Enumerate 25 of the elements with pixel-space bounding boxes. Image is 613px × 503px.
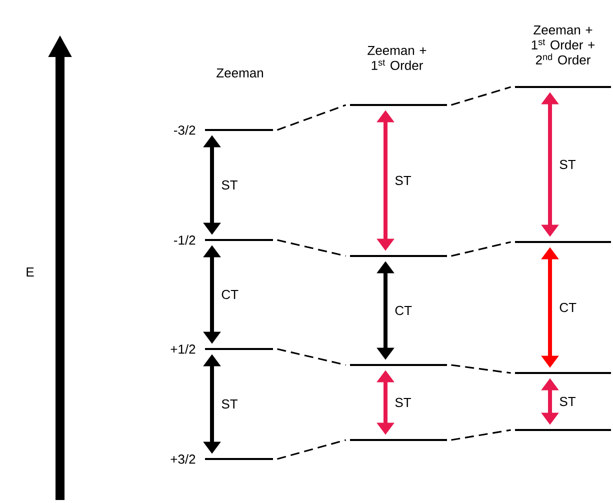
connector-line [277, 439, 346, 460]
edge-label: CT [222, 290, 238, 300]
edge-label: CT [395, 306, 412, 316]
edge-label: ST [560, 396, 576, 406]
connector-line [451, 429, 511, 441]
edge-label: ST [395, 176, 411, 186]
column-title: Zeeman [216, 68, 263, 78]
level-label: +1/2 [170, 344, 196, 354]
column-title: Zeeman + 1$^{st}$ Order [368, 46, 426, 70]
connector-line [276, 104, 346, 131]
edge-label: CT [560, 302, 576, 312]
axis-label: E [26, 268, 34, 276]
level-label: +3/2 [170, 454, 196, 464]
level-label: -3/2 [174, 125, 196, 135]
connector-line [451, 241, 511, 257]
edge-label: ST [395, 398, 411, 408]
column-title: Zeeman + 1$^{st}$ Order + 2$^{nd}$ Order [532, 25, 594, 65]
connector-line [450, 86, 512, 106]
level-label: -1/2 [174, 235, 196, 245]
connector-line [277, 348, 346, 366]
edge-label: ST [560, 160, 576, 170]
connector-line [277, 239, 346, 257]
edge-label: ST [222, 399, 238, 409]
connector-line [451, 364, 511, 374]
edge-label: ST [222, 180, 238, 190]
